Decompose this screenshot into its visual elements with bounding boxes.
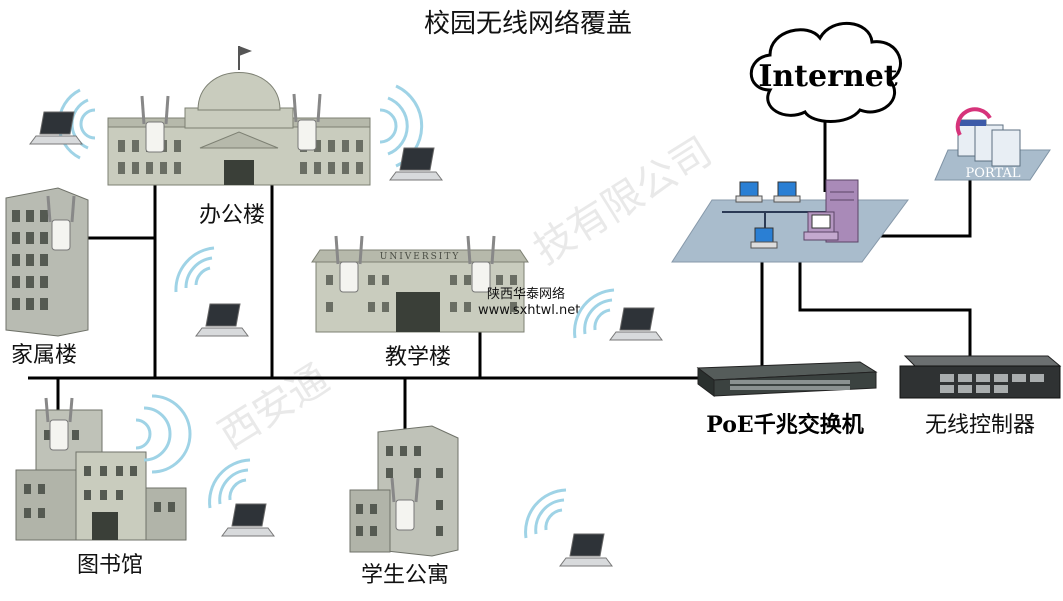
watermark-text-left: 西安通 [211,356,337,459]
dorm-building: 学生公寓 [349,425,459,588]
lan-segment [671,179,909,263]
laptop-icon [389,147,443,181]
library-door [92,512,118,540]
teaching-windows [326,275,517,312]
teaching-door [396,292,440,332]
computer-icon [735,181,763,203]
access-point-icon [140,95,170,153]
access-point-icon [390,477,420,531]
wifi-signals [57,84,615,539]
portal-window-3 [991,129,1021,167]
wifi-icon [208,458,251,509]
wifi-icon [524,488,567,539]
refresh-arrow-icon [955,107,992,136]
portal-window-bar [958,120,986,126]
access-point-icon [334,235,364,293]
controller-ports [940,374,1044,393]
laptop-icon [195,303,249,337]
library-building: 图书馆 [15,397,187,578]
wireless-controller-label: 无线控制器 [925,413,1035,438]
portal-server: PORTAL [934,107,1051,181]
laptop-icon [221,503,275,537]
access-point-icon [44,397,74,451]
wifi-icon [174,246,215,293]
switch-ports [730,380,850,390]
university-sign: UNIVERSITY [380,252,461,262]
laptop-icon [609,307,663,341]
access-point-icon [292,93,322,151]
wifi-icon [135,394,192,474]
link-lan-portal [860,180,972,238]
link-lan-controller [798,260,972,356]
internet-cloud: Internet [749,22,902,123]
internet-label: Internet [758,59,897,94]
teaching-label: 教学楼 [385,345,451,370]
site-watermark: 陕西华泰网络 www.sxhtwl.net [478,286,580,318]
dorm-windows [356,446,443,536]
wireless-controller: 无线控制器 [899,355,1062,438]
laptop-icon [559,533,613,567]
laptop-icon [29,111,83,145]
office-door [224,160,254,185]
diagram-title: 校园无线网络覆盖 [424,9,632,39]
server-tower-icon [803,179,859,243]
portal-label: PORTAL [966,166,1021,181]
dorm-label: 学生公寓 [361,563,449,588]
wifi-icon [573,288,615,339]
family-windows [12,210,48,310]
laptops [29,111,663,567]
access-point-icon [46,195,76,251]
computer-icon [773,181,801,203]
flag-icon [239,46,252,56]
lan-platform [671,199,909,263]
family-label: 家属楼 [11,343,77,368]
office-dome [197,72,281,111]
office-building: 办公楼 [107,46,371,228]
access-point-icon [466,235,496,293]
office-label: 办公楼 [199,203,265,228]
computer-icon [750,227,778,249]
site-watermark-url: www.sxhtwl.net [478,303,580,318]
family-building: 家属楼 [5,187,89,368]
site-watermark-name: 陕西华泰网络 [487,286,565,302]
cloud-icon [749,22,902,123]
poe-switch: PoE千兆交换机 [696,361,878,438]
switch-side [697,367,715,397]
library-label: 图书馆 [77,553,143,578]
teaching-building: UNIVERSITY 教学楼 [311,235,529,370]
poe-switch-label: PoE千兆交换机 [706,412,863,438]
